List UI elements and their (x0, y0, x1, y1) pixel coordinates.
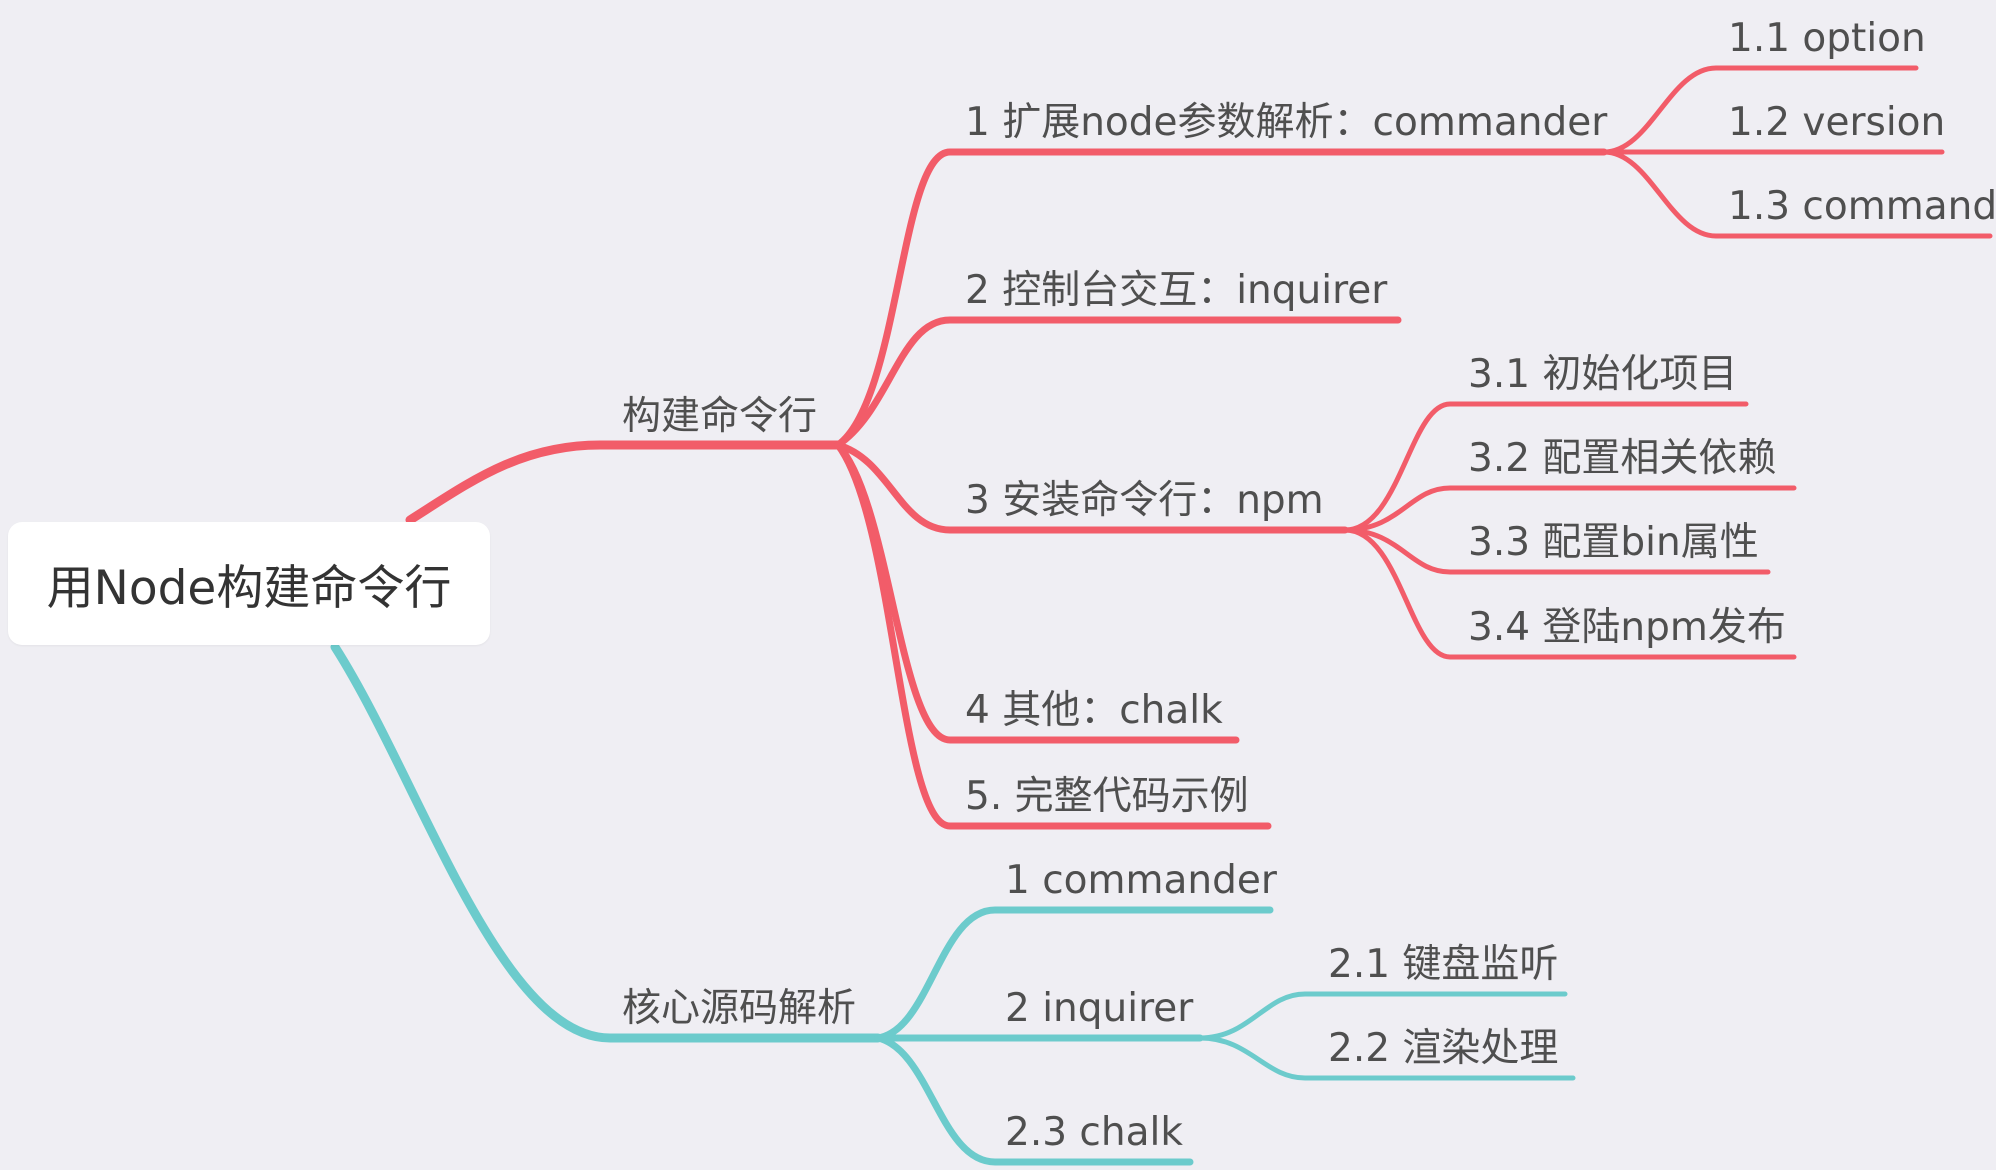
node-install-npm[interactable]: 3 安装命令行：npm (965, 478, 1324, 523)
link-source-to-chalk (874, 1034, 1194, 1166)
node-console-inquirer[interactable]: 2 控制台交互：inquirer (965, 268, 1388, 313)
link-root-to-source-analysis (330, 642, 883, 1043)
link-source-to-commander (874, 906, 1274, 1042)
node-src-chalk[interactable]: 2.3 chalk (1005, 1110, 1183, 1155)
link-npm-to-bin (1342, 527, 1771, 575)
link-build-to-code-example (834, 441, 1272, 830)
node-src-commander[interactable]: 1 commander (1005, 858, 1277, 903)
node-command[interactable]: 1.3 command (1728, 184, 1996, 229)
link-build-to-inquirer (834, 316, 1402, 449)
node-code-example[interactable]: 5. 完整代码示例 (965, 774, 1249, 819)
branch-build-cli[interactable]: 构建命令行 (622, 394, 818, 439)
node-config-deps[interactable]: 3.2 配置相关依赖 (1468, 436, 1777, 481)
node-version[interactable]: 1.2 version (1728, 100, 1946, 145)
link-npm-to-publish (1342, 527, 1797, 660)
link-npm-to-deps (1342, 485, 1797, 533)
link-build-to-npm (834, 441, 1349, 534)
link-npm-to-init (1342, 401, 1749, 533)
link-inquirer-to-render (1197, 1035, 1576, 1081)
node-commander-parsing[interactable]: 1 扩展node参数解析：commander (965, 100, 1608, 145)
node-keyboard-listen[interactable]: 2.1 键盘监听 (1328, 942, 1559, 987)
node-other-chalk[interactable]: 4 其他：chalk (965, 688, 1223, 733)
node-render-handle[interactable]: 2.2 渲染处理 (1328, 1026, 1559, 1071)
branch-source-analysis[interactable]: 核心源码解析 (622, 986, 857, 1031)
link-commander-to-option (1601, 65, 1919, 155)
root-node[interactable]: 用Node构建命令行 (8, 522, 490, 645)
node-npm-publish[interactable]: 3.4 登陆npm发布 (1468, 605, 1786, 650)
node-src-inquirer[interactable]: 2 inquirer (1005, 986, 1194, 1031)
node-init-project[interactable]: 3.1 初始化项目 (1468, 352, 1738, 397)
node-option[interactable]: 1.1 option (1728, 16, 1926, 61)
link-build-to-commander (834, 148, 1608, 449)
node-config-bin[interactable]: 3.3 配置bin属性 (1468, 520, 1759, 565)
link-commander-to-command (1601, 149, 1993, 239)
link-root-to-build-cli (405, 440, 843, 525)
link-inquirer-to-keyboard (1197, 991, 1568, 1041)
